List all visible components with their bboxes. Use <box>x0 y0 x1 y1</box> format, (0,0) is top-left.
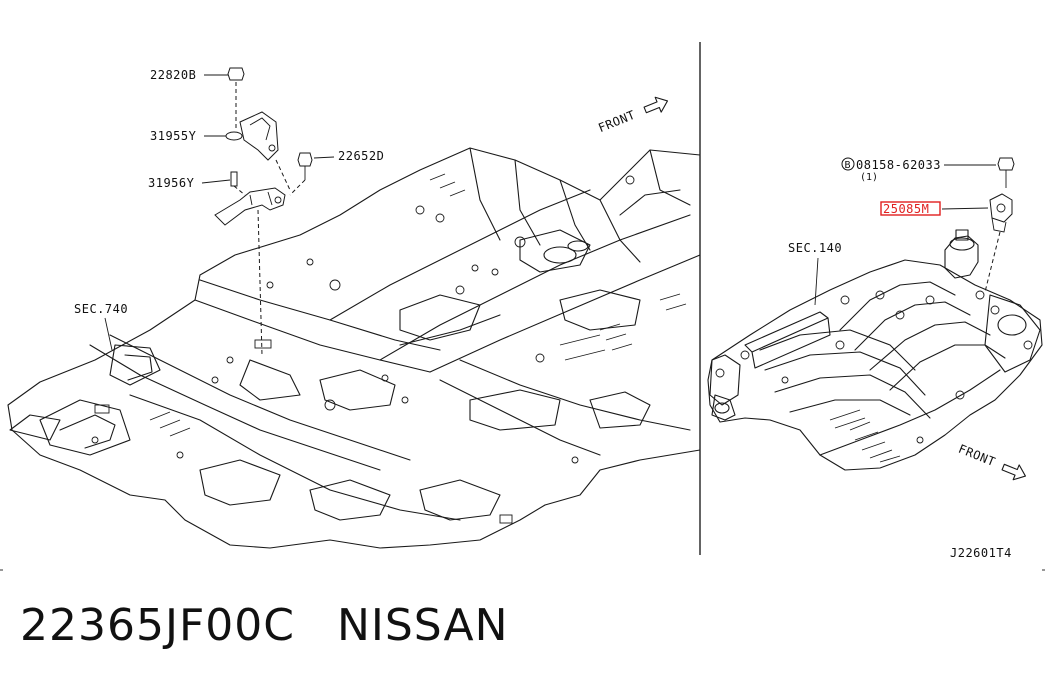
floor-pan-drawing <box>7 147 701 549</box>
label-floor-section: SEC.740 <box>74 302 128 316</box>
pressure-sensor-icon <box>989 193 1013 223</box>
circled-b-marker <box>841 157 855 171</box>
label-bolt-right-qty: (1) <box>860 172 878 183</box>
highlight-box <box>880 201 941 216</box>
label-bolt-right: 08158-62033 <box>856 158 941 172</box>
label-bracket: 31955Y <box>150 129 197 143</box>
sensor-bracket-assembly <box>214 67 313 356</box>
pressure-sensor-assembly <box>984 157 1015 293</box>
label-bolt-upper: 22820B <box>150 68 196 82</box>
bolt-right-icon <box>997 157 1015 171</box>
label-highlighted-part[interactable]: 25085M <box>883 202 929 216</box>
label-support: 31956Y <box>148 176 195 190</box>
marker-b: B <box>845 160 851 171</box>
bolt-right-callout: B 08158-62033 (1) <box>841 157 996 183</box>
brand-name: NISSAN <box>336 600 509 651</box>
front-arrow-left: FRONT <box>596 96 669 135</box>
intake-manifold-drawing <box>707 229 1043 471</box>
support-bracket-icon <box>214 187 286 226</box>
washer-icon <box>225 131 243 141</box>
part-caption: 22365JF00C NISSAN <box>20 600 509 651</box>
front-label-right: FRONT <box>956 442 997 469</box>
front-label-left: FRONT <box>596 108 637 135</box>
diagram-code: J22601T4 <box>950 546 1012 560</box>
bolt-side-icon <box>297 152 313 167</box>
label-bolt-side: 22652D <box>338 149 384 163</box>
front-arrow-right: FRONT <box>956 442 1026 481</box>
sensor-bracket-icon <box>239 111 279 161</box>
arrow-right-icon <box>643 96 669 114</box>
highlighted-part-callout[interactable]: 25085M <box>880 201 989 216</box>
arrow-right-icon-2 <box>1001 463 1026 481</box>
bolt-upper-icon <box>227 67 245 81</box>
part-number: 22365JF00C <box>20 600 295 651</box>
label-manifold-section: SEC.140 <box>788 241 842 255</box>
